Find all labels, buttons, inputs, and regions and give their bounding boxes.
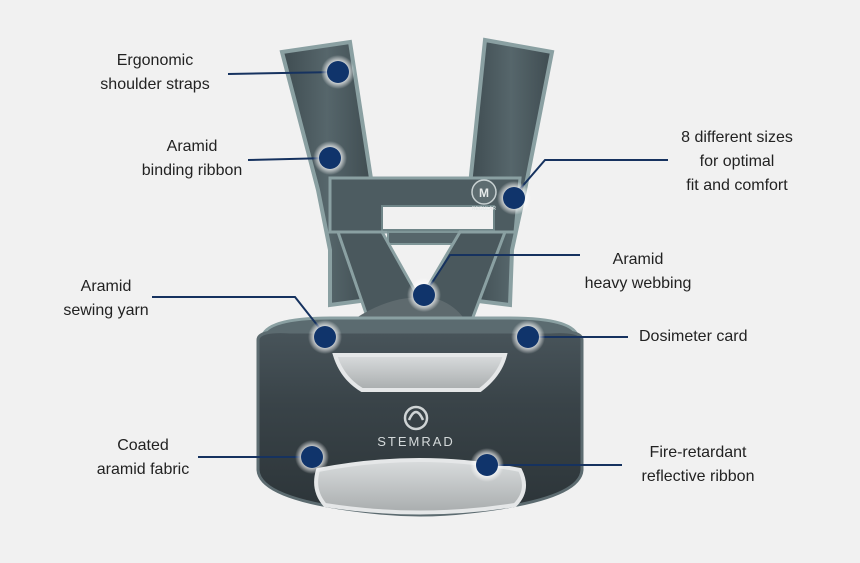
callout-8-line-1: Fire-retardant: [649, 444, 747, 461]
callout-label-6: Dosimeter card: [639, 325, 747, 349]
callout-4-line-2: heavy webbing: [584, 275, 692, 292]
callout-8-line-2: reflective ribbon: [641, 468, 755, 485]
callout-label-8: Fire-retardant reflective ribbon: [642, 441, 755, 489]
callout-4-line-1: Aramid: [612, 251, 664, 268]
marker-7: [295, 440, 329, 474]
callout-label-5: Aramid sewing yarn: [63, 275, 148, 323]
callout-markers: [295, 55, 545, 482]
brand-wordmark: STEMRAD: [377, 434, 455, 449]
marker-1: [321, 55, 355, 89]
marker-3: [497, 181, 531, 215]
callout-3-line-3: fit and comfort: [686, 177, 788, 194]
marker-2: [313, 141, 347, 175]
callout-2-line-1: Aramid: [166, 138, 218, 155]
leader-line-5: [152, 296, 326, 336]
leader-line-3: [513, 159, 668, 197]
callout-label-4: Aramid heavy webbing: [585, 248, 692, 296]
callout-label-3: 8 different sizes for optimal fit and co…: [681, 126, 793, 198]
callout-label-2: Aramid binding ribbon: [142, 135, 243, 183]
callout-1-line-1: Ergonomic: [116, 52, 194, 69]
cross-strap-window: [381, 205, 495, 231]
callout-2-line-2: binding ribbon: [141, 162, 243, 179]
callout-label-7: Coated aramid fabric: [97, 434, 189, 482]
marker-6: [511, 320, 545, 354]
marker-8: [470, 448, 504, 482]
size-badge-subtext: REGULAR: [472, 206, 497, 212]
callout-5-line-2: sewing yarn: [63, 302, 149, 319]
callout-5-line-1: Aramid: [80, 278, 132, 295]
marker-4: [407, 278, 441, 312]
callout-label-1: Ergonomic shoulder straps: [100, 49, 209, 97]
callout-1-line-2: shoulder straps: [100, 76, 210, 93]
callout-7-line-2: aramid fabric: [96, 461, 190, 478]
marker-5: [308, 320, 342, 354]
size-badge: M REGULAR: [471, 179, 497, 212]
callout-3-line-1: 8 different sizes: [681, 129, 793, 146]
callout-7-line-1: Coated: [117, 437, 169, 454]
upper-reflective-panel: [332, 353, 508, 392]
lower-reflective-ribbon: [314, 458, 526, 515]
callout-6-line-1: Dosimeter card: [639, 328, 748, 345]
size-badge-letter: M: [479, 186, 489, 200]
leader-line-1: [227, 71, 339, 75]
brand-logo: STEMRAD: [377, 405, 455, 449]
callout-3-line-2: for optimal: [699, 153, 775, 170]
